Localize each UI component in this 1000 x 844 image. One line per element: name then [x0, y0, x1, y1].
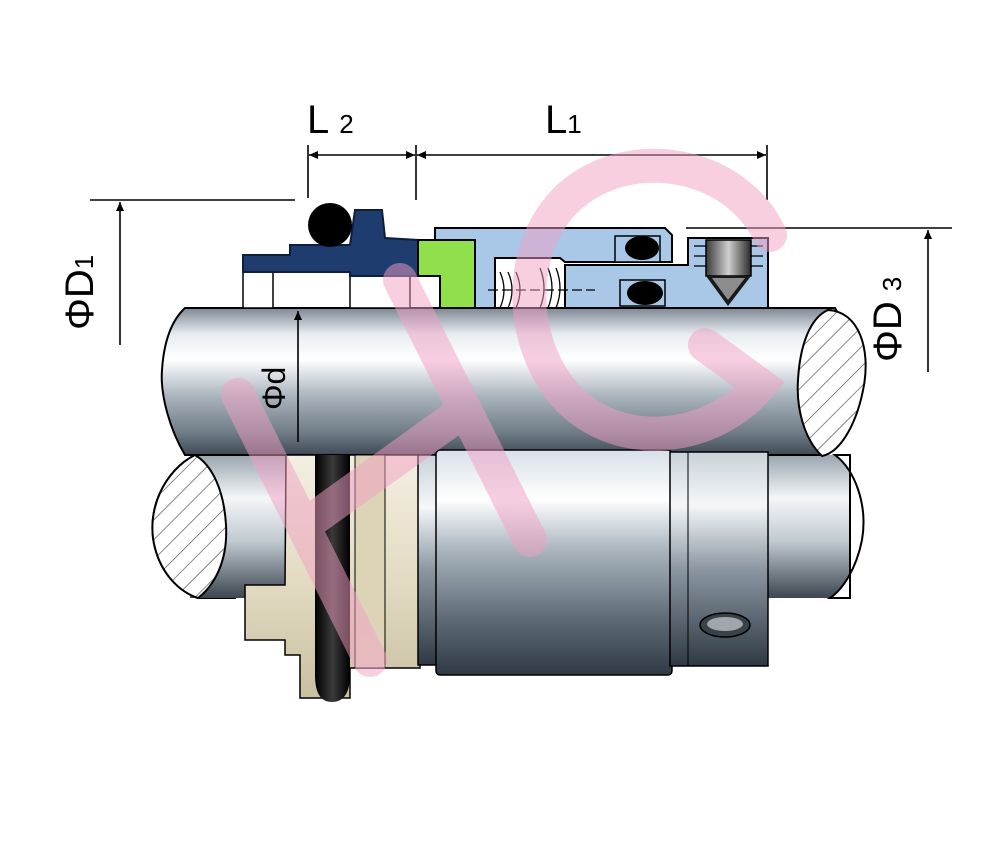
- d1-main: ΦD: [58, 269, 102, 330]
- seal-cross-section: [242, 203, 769, 309]
- dimension-lines: [90, 145, 952, 442]
- seat-left-support: [242, 271, 274, 309]
- lower-shaft-right-end: [826, 454, 865, 599]
- l2-main: L: [307, 98, 330, 142]
- upper-shaft-right-section: [796, 308, 867, 458]
- lower-shaft-left-cut: [151, 453, 228, 600]
- d1-dimension-label: ΦD1: [58, 254, 102, 330]
- set-screw-outer: [699, 612, 751, 638]
- seal-body-outer: [435, 449, 673, 676]
- l2-subscript: 2: [339, 109, 354, 139]
- d1-subscript: 1: [69, 254, 99, 270]
- stationary-seat-section: [242, 209, 419, 277]
- l1-subscript: 1: [567, 109, 582, 139]
- inner-o-ring-top: [625, 236, 659, 260]
- face-ring-outer: [417, 454, 439, 666]
- d3-main: ΦD: [866, 301, 910, 362]
- seat-o-ring: [308, 203, 352, 247]
- watermark-logo: [221, 148, 787, 677]
- set-screw-section: [705, 239, 752, 306]
- d-main: Φd: [256, 366, 292, 410]
- d3-dimension-label: ΦD 3: [866, 276, 910, 362]
- inner-o-ring-bottom: [627, 281, 663, 305]
- l1-main: L: [545, 98, 568, 142]
- l1-dimension-label: L1: [545, 100, 582, 140]
- d-dimension-label: Φd: [256, 366, 292, 410]
- d3-subscript: 3: [877, 276, 907, 292]
